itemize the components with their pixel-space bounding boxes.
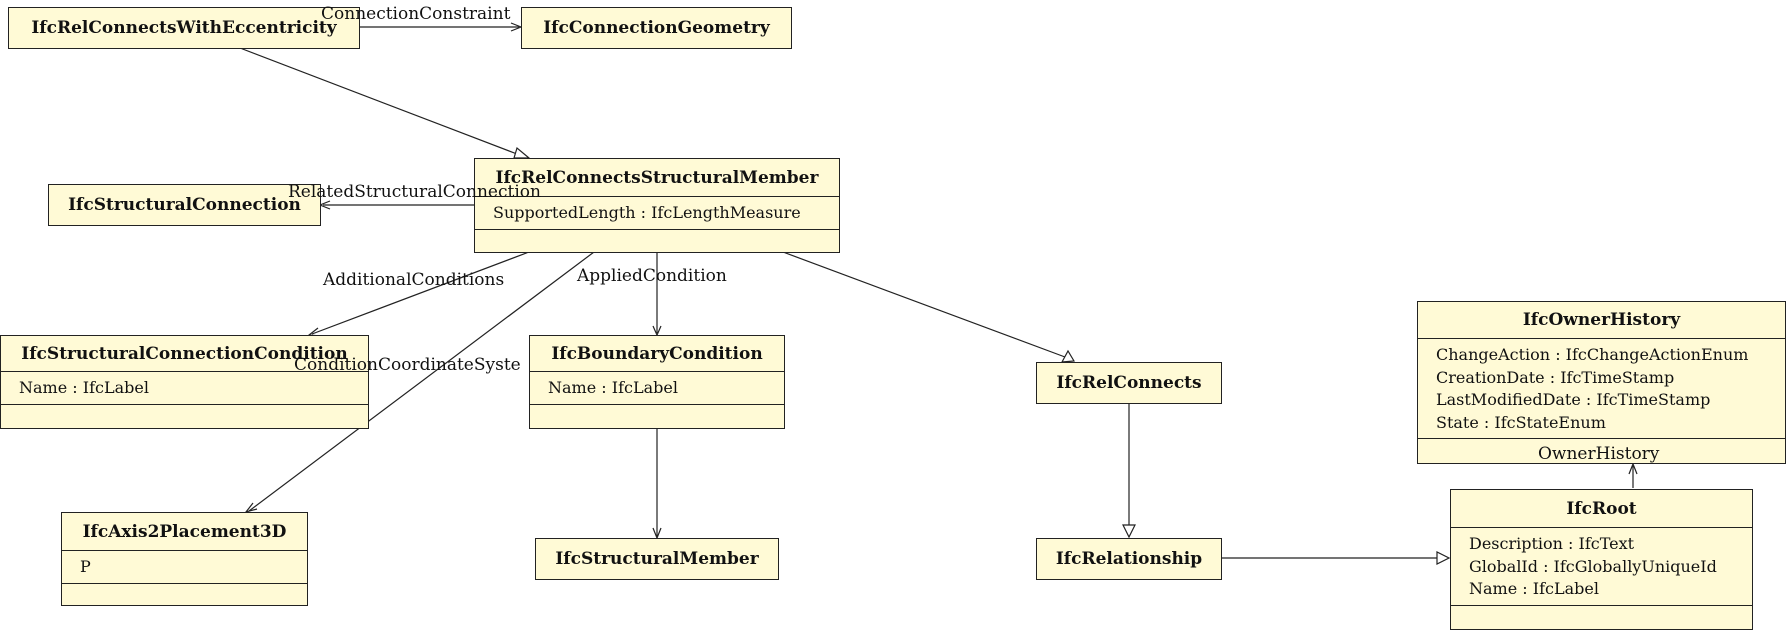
class-ifc-rel-connects-structural-member[interactable]: IfcRelConnectsStructuralMember Supported… — [474, 158, 840, 253]
attribute: CreationDate : IfcTimeStamp — [1436, 367, 1675, 387]
class-name: IfcAxis2Placement3D — [82, 521, 287, 542]
arrowhead-applied-condition — [652, 325, 662, 337]
arrowhead-condition-coordinate-system — [244, 502, 258, 514]
edge-structural-member-generalization — [782, 251, 1066, 358]
class-name: IfcStructuralMember — [555, 549, 759, 569]
class-ifc-owner-history[interactable]: IfcOwnerHistory ChangeAction : IfcChange… — [1417, 301, 1786, 464]
arrowhead-owner-history — [1628, 462, 1638, 475]
class-operations — [1, 403, 368, 429]
edge-label-condition-coordinate-system: ConditionCoordinateSyste — [294, 355, 521, 375]
class-ifc-structural-connection[interactable]: IfcStructuralConnection — [48, 184, 321, 226]
arrowhead-related-structural-connection — [318, 200, 331, 210]
generalization-triangle-relconnects — [1122, 524, 1136, 539]
class-ifc-axis2-placement3d[interactable]: IfcAxis2Placement3D P — [61, 512, 308, 606]
class-ifc-root[interactable]: IfcRoot Description : IfcText GlobalId :… — [1450, 489, 1753, 630]
class-operations — [1451, 604, 1752, 630]
arrowhead-connection-constraint — [510, 22, 523, 32]
class-operations — [475, 228, 839, 253]
attribute: ChangeAction : IfcChangeActionEnum — [1436, 345, 1749, 364]
class-attributes: P — [62, 550, 307, 583]
generalization-triangle-relationship — [1436, 551, 1451, 565]
attribute: P — [80, 557, 91, 576]
class-attributes: SupportedLength : IfcLengthMeasure — [475, 196, 839, 229]
class-name: IfcRelConnects — [1056, 373, 1202, 393]
edge-label-connection-constraint: ConnectionConstraint — [321, 4, 511, 24]
class-ifc-rel-connects[interactable]: IfcRelConnects — [1036, 362, 1222, 404]
class-name: IfcStructuralConnection — [68, 195, 301, 215]
class-ifc-structural-connection-condition[interactable]: IfcStructuralConnectionCondition Name : … — [0, 335, 369, 429]
class-name: IfcRoot — [1566, 498, 1637, 519]
class-ifc-relationship[interactable]: IfcRelationship — [1036, 538, 1222, 580]
generalization-triangle-eccentricity — [513, 146, 531, 159]
class-ifc-rel-connects-with-eccentricity[interactable]: IfcRelConnectsWithEccentricity — [8, 7, 360, 49]
class-ifc-boundary-condition[interactable]: IfcBoundaryCondition Name : IfcLabel — [529, 335, 785, 429]
class-name: IfcStructuralConnectionCondition — [21, 343, 348, 364]
class-operations — [62, 582, 307, 606]
class-name: IfcOwnerHistory — [1522, 310, 1681, 330]
class-ifc-connection-geometry[interactable]: IfcConnectionGeometry — [521, 7, 792, 49]
class-attributes: ChangeAction : IfcChangeActionEnum Creat… — [1418, 338, 1785, 438]
edge-eccentricity-generalization — [239, 47, 518, 155]
class-attributes: Description : IfcText GlobalId : IfcGlob… — [1451, 527, 1752, 605]
attribute: Name : IfcLabel — [1469, 579, 1599, 598]
class-attributes: Name : IfcLabel — [1, 371, 368, 404]
attribute: Name : IfcLabel — [19, 378, 149, 397]
class-attributes: Name : IfcLabel — [530, 371, 784, 404]
class-name: IfcBoundaryCondition — [551, 343, 763, 364]
attribute: SupportedLength : IfcLengthMeasure — [493, 203, 801, 222]
arrowhead-boundary-to-member — [652, 527, 662, 540]
attribute: LastModifiedDate : IfcTimeStamp — [1436, 390, 1711, 409]
class-ifc-structural-member[interactable]: IfcStructuralMember — [535, 538, 779, 580]
edge-label-applied-condition: AppliedCondition — [577, 266, 727, 286]
class-name: IfcConnectionGeometry — [543, 18, 770, 38]
attribute: State : IfcStateEnum — [1436, 412, 1606, 432]
edge-label-additional-conditions: AdditionalConditions — [323, 270, 505, 290]
edge-label-related-structural-connection: RelatedStructuralConnection — [288, 182, 541, 202]
class-operations — [530, 403, 784, 429]
class-name: IfcRelationship — [1055, 549, 1203, 569]
class-name: IfcRelConnectsWithEccentricity — [31, 18, 337, 38]
edge-label-owner-history: OwnerHistory — [1538, 444, 1660, 464]
class-name: IfcRelConnectsStructuralMember — [495, 167, 819, 188]
attribute: GlobalId : IfcGloballyUniqueId — [1469, 556, 1717, 576]
attribute: Name : IfcLabel — [548, 378, 678, 397]
class-operations — [1418, 438, 1785, 463]
generalization-triangle-structural-member — [1060, 349, 1076, 363]
edge-additional-conditions — [311, 251, 530, 335]
attribute: Description : IfcText — [1469, 534, 1635, 553]
